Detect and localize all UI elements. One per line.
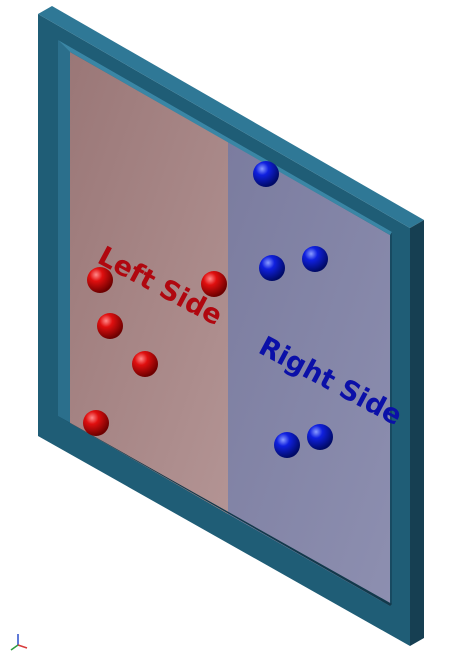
red-sphere [83,410,109,436]
frame-inner-bottom-lip [58,416,392,606]
frame-inner-left-lip [58,40,70,423]
frame-top-bevel [38,6,424,228]
axis-triad-icon [10,634,28,651]
red-sphere [132,351,158,377]
blue-sphere [302,246,328,272]
frame-inner-top-lip [58,40,392,235]
red-spheres [83,267,227,436]
blue-spheres [253,161,333,458]
red-sphere [97,313,123,339]
red-sphere [201,271,227,297]
blue-sphere [307,424,333,450]
red-sphere [87,267,113,293]
blue-sphere [259,255,285,281]
blue-sphere [253,161,279,187]
left-panel [70,52,228,514]
blue-sphere [274,432,300,458]
frame-right-side [410,220,424,646]
